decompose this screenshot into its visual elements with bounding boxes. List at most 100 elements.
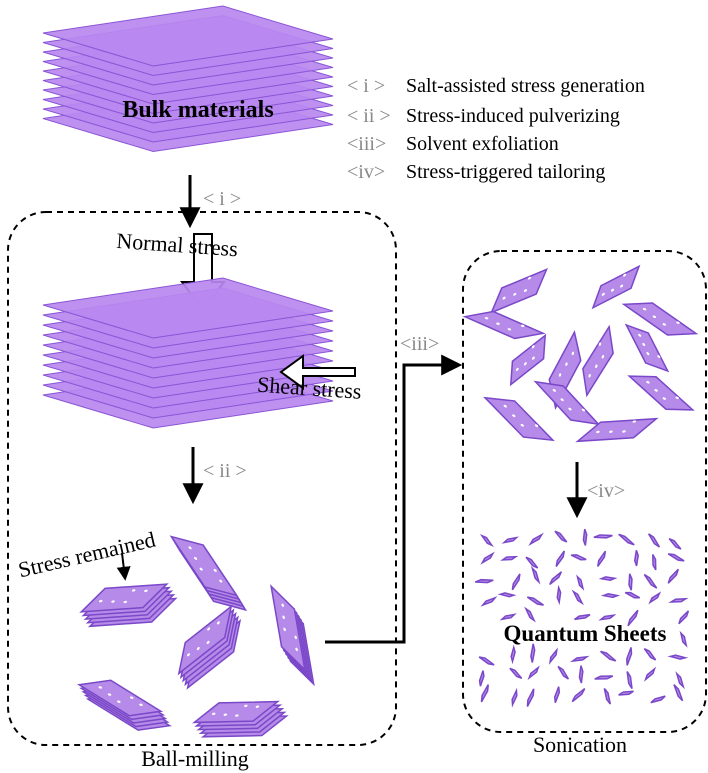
quantum-sheet-body [478,656,495,666]
legend-mark-2: < ii > [347,105,391,127]
quantum-sheet-body [554,530,568,543]
quantum-sheet [574,613,591,621]
quantum-sheet-body [570,554,587,561]
quantum-sheet [569,655,590,663]
exfoliated-sheet-body [621,302,699,336]
quantum-sheet [557,665,570,680]
defect-dot [513,292,517,296]
exfoliated-sheet-body [462,310,546,340]
quantum-sheet-body [548,647,558,665]
quantum-sheet-body [675,671,685,690]
exfoliated-sheet [462,310,546,340]
exfoliated-sheet [624,323,670,373]
quantum-sheet-body [530,565,541,585]
quantum-sheet-body [667,553,685,562]
quantum-sheet [678,610,690,625]
quantum-sheet-body [594,675,614,680]
defect-dot [523,289,528,292]
quantum-sheet-body [618,533,635,546]
quantum-sheet [628,573,633,591]
defect-dot [520,424,524,427]
legend-text-1: Salt-assisted stress generation [406,75,645,97]
defect-dot [571,351,575,356]
material-layer [42,277,334,339]
exfoliated-sheets [462,264,699,443]
quantum-sheet-body [582,528,588,546]
quantum-sheet [598,576,618,581]
defect-dot [98,686,102,689]
fragment-layer [76,679,164,717]
defect-dot [620,284,624,288]
defect-dot [281,603,284,607]
sonication-box [462,250,707,733]
quantum-sheet [643,666,657,682]
quantum-sheet-body [480,684,489,703]
defect-dot [610,288,614,292]
defect-dot [623,273,627,277]
pulverized-fragments [76,535,315,738]
step-iii-label: <iii> [400,333,439,355]
defect-dot [642,342,646,346]
quantum-sheet-body [528,532,544,546]
exfoliated-sheet [509,333,547,387]
exfoliated-sheet [483,396,555,442]
quantum-sheet [624,591,641,599]
legend-text-4: Stress-triggered tailoring [406,161,605,183]
defect-dot [507,328,512,331]
defect-dot [199,567,203,571]
defect-dot [219,579,223,583]
legend: < i > Salt-assisted stress generation < … [347,75,645,183]
quantum-sheet-body [478,670,485,687]
quantum-sheet [600,650,617,662]
quantum-sheet [668,597,689,603]
defect-dot [638,333,642,337]
defect-dot [662,323,667,326]
quantum-sheet-body [553,686,561,703]
quantum-sheet-body [597,550,607,567]
quantum-sheet-body [571,688,586,703]
quantum-sheets-cloud [474,528,690,708]
fragment-layer-body [76,679,164,717]
quantum-sheet-body [511,573,521,591]
defect-dot [552,389,556,392]
defect-dot [213,568,217,572]
fragment-layer [79,583,169,613]
ball-milling-label: Ball-milling [141,746,249,771]
quantum-sheet [603,687,612,705]
defect-dot [131,589,136,592]
defect-dot [194,556,198,560]
quantum-sheet [668,537,682,550]
shear-stress-arrow [279,354,356,390]
quantum-sheet [474,578,494,584]
defect-dot [558,373,562,377]
quantum-sheet-body [598,614,617,621]
quantum-sheet-body [650,695,666,704]
quantum-sheet [643,573,658,589]
defect-dot [565,362,568,366]
defect-dot [255,705,260,708]
defect-dot [107,693,112,696]
quantum-sheet-body [555,550,566,567]
quantum-sheet [556,584,562,606]
ball-milling-box [7,211,397,746]
quantum-sheet-body [497,592,517,598]
defect-dot [484,317,489,320]
quantum-sheet-body [668,537,682,550]
quantum-sheet-body [499,613,517,621]
quantum-sheet-body [524,606,536,623]
quantum-sheet-body [530,643,536,663]
step-ii-label: < ii > [203,460,247,482]
quantum-sheet-body [652,554,657,571]
defect-dot [595,364,598,369]
defect-dot [99,599,103,603]
exfoliated-sheet-body [509,333,547,387]
quantum-sheet [626,647,633,666]
quantum-sheet-body [556,584,562,606]
defect-dot [520,324,525,327]
defect-dot [654,389,658,392]
quantum-sheet [478,656,495,666]
defect-dot [111,600,115,603]
quantum-sheet [509,667,523,680]
fragment-layer [169,535,239,597]
quantum-sheet [582,528,588,546]
